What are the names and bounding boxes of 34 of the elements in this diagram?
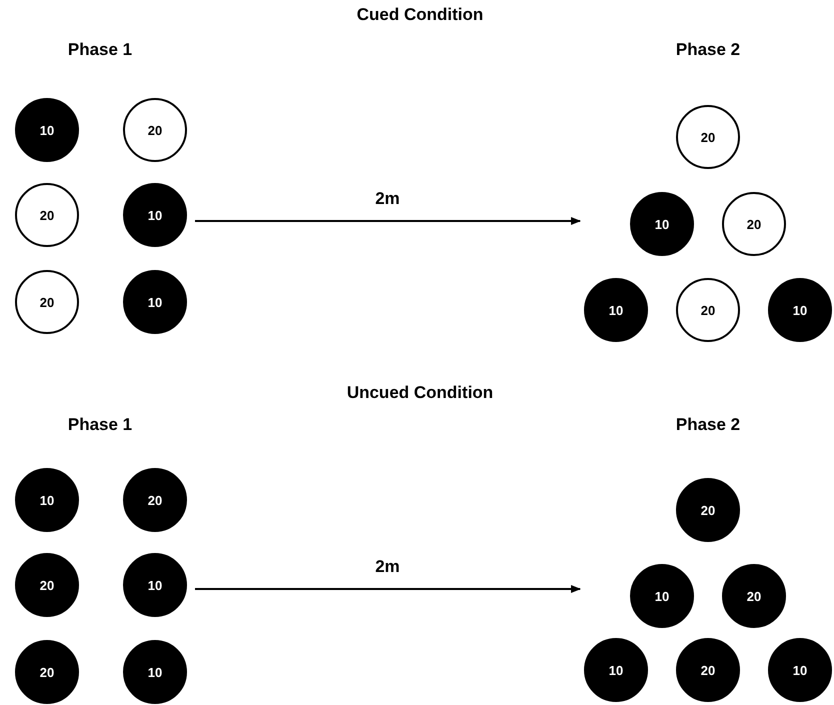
condition-title: Cued Condition <box>356 5 484 25</box>
numbered-circle: 20 <box>676 105 740 169</box>
numbered-circle: 20 <box>722 192 786 256</box>
numbered-circle: 10 <box>15 98 79 162</box>
phase-heading: Phase 2 <box>676 40 740 60</box>
edge-label: 2m <box>375 189 400 209</box>
numbered-circle: 20 <box>15 270 79 334</box>
numbered-circle: 10 <box>768 278 832 342</box>
numbered-circle: 10 <box>123 640 187 704</box>
condition-title: Uncued Condition <box>346 383 494 403</box>
arrow <box>195 585 581 593</box>
edge-label: 2m <box>375 557 400 577</box>
numbered-circle: 10 <box>584 278 648 342</box>
numbered-circle: 20 <box>722 564 786 628</box>
phase-heading: Phase 1 <box>68 40 132 60</box>
numbered-circle: 20 <box>123 98 187 162</box>
numbered-circle: 20 <box>15 640 79 704</box>
numbered-circle: 10 <box>123 183 187 247</box>
numbered-circle: 10 <box>15 468 79 532</box>
numbered-circle: 20 <box>15 553 79 617</box>
numbered-circle: 20 <box>123 468 187 532</box>
numbered-circle: 10 <box>630 192 694 256</box>
numbered-circle: 20 <box>676 278 740 342</box>
numbered-circle: 20 <box>676 478 740 542</box>
phase-heading: Phase 2 <box>676 415 740 435</box>
numbered-circle: 20 <box>676 638 740 702</box>
numbered-circle: 20 <box>15 183 79 247</box>
phase-heading: Phase 1 <box>68 415 132 435</box>
numbered-circle: 10 <box>584 638 648 702</box>
numbered-circle: 10 <box>768 638 832 702</box>
numbered-circle: 10 <box>123 553 187 617</box>
arrow <box>195 217 581 225</box>
numbered-circle: 10 <box>123 270 187 334</box>
numbered-circle: 10 <box>630 564 694 628</box>
